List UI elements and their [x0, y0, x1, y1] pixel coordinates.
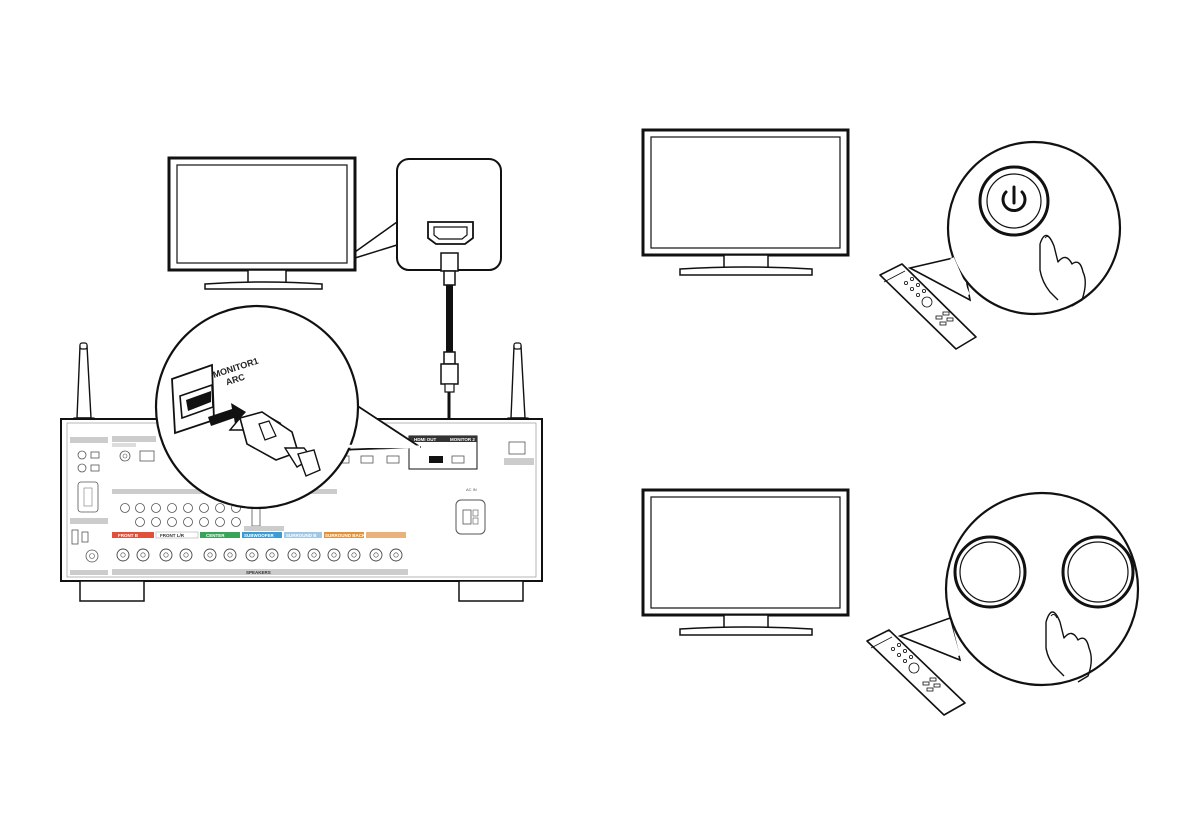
remote-buttons-callout [867, 493, 1138, 715]
subwoofer-label: SUBWOOFER [244, 533, 274, 538]
front-lr-label: FRONT L/R [160, 533, 185, 538]
center-label: CENTER [206, 533, 225, 538]
monitor2-label: MONITOR 2 [450, 437, 475, 442]
band-extra [366, 532, 406, 538]
speakers-label: SPEAKERS [246, 570, 271, 575]
hdmi-out-panel: HDMI OUT MONITOR 2 [409, 436, 477, 469]
tv-hdmi-port-callout [355, 159, 501, 270]
surround-label: SURROUND B [286, 533, 317, 538]
remote-power-callout [880, 142, 1120, 349]
antenna-right [508, 343, 528, 430]
hdmi-out-label: HDMI OUT [414, 437, 436, 442]
antenna-left [74, 343, 94, 430]
tv-step-power [643, 130, 848, 275]
tv-left [169, 158, 355, 289]
tv-step-two-buttons [643, 490, 848, 635]
receiver-monitor1-jack [429, 456, 443, 463]
front-b-label: FRONT B [118, 533, 139, 538]
ac-in-label: AC IN [466, 487, 477, 492]
surround-back-label: SURROUND BACK [325, 533, 366, 538]
